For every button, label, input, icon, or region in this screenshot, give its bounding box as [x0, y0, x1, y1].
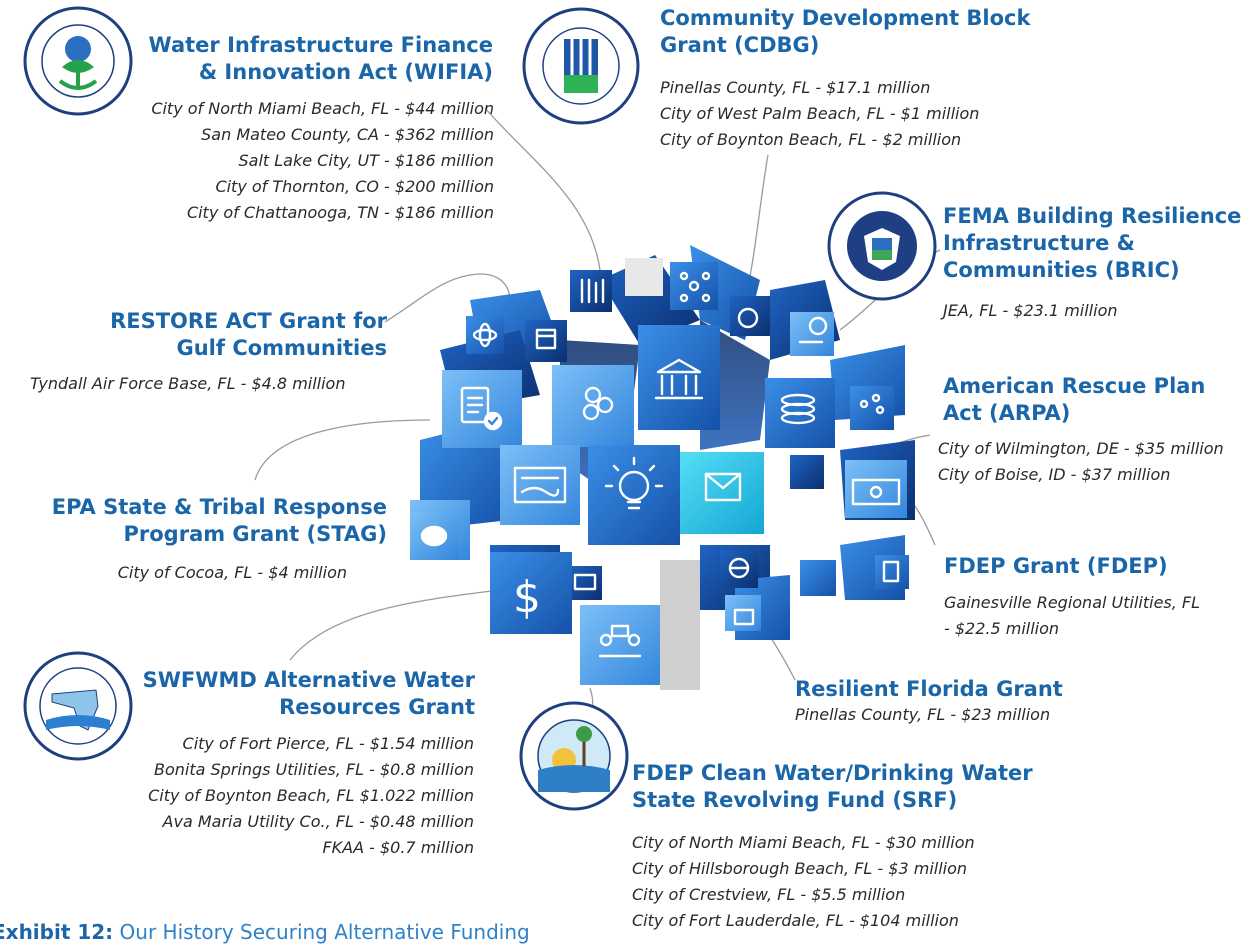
oxygen-icon	[737, 307, 759, 329]
stag-items: City of Cocoa, FL - $4 million	[118, 560, 347, 586]
wifia-item: San Mateo County, CA - $362 million	[201, 125, 494, 144]
cdbg-item: Pinellas County, FL - $17.1 million	[660, 78, 931, 97]
atom-icon	[472, 322, 498, 348]
globe-icon	[728, 557, 750, 579]
swfwmd-items: City of Fort Pierce, FL - $1.54 million …	[148, 731, 474, 861]
fdep-items: Gainesville Regional Utilities, FL - $22…	[944, 590, 1200, 642]
stag-item: City of Cocoa, FL - $4 million	[117, 563, 347, 582]
cash-icon	[851, 478, 901, 506]
srf-item: City of Hillsborough Beach, FL - $3 mill…	[632, 859, 968, 878]
lightbulb-icon	[604, 456, 664, 510]
center-cube	[638, 325, 720, 430]
hub-icon	[679, 271, 711, 303]
fdep-item: Gainesville Regional Utilities, FL	[944, 593, 1201, 612]
bric-items: JEA, FL - $23.1 million	[943, 298, 1118, 324]
wifia-item: City of Chattanooga, TN - $186 million	[186, 203, 494, 222]
resilient-item: Pinellas County, FL - $23 million	[795, 705, 1051, 724]
hud-seal	[522, 7, 640, 125]
bric-item: JEA, FL - $23.1 million	[943, 301, 1118, 320]
exhibit-caption: Exhibit 12: Our History Securing Alterna…	[0, 920, 530, 944]
svg-text:$: $	[513, 572, 541, 623]
molecule-icon	[859, 393, 885, 415]
arpa-item: City of Wilmington, DE - $35 million	[938, 439, 1224, 458]
swfwmd-item: FKAA - $0.7 million	[322, 838, 474, 857]
cdbg-item: City of Boynton Beach, FL - $2 million	[660, 130, 962, 149]
srf-item: City of Fort Lauderdale, FL - $104 milli…	[632, 911, 959, 930]
cdbg-item: City of West Palm Beach, FL - $1 million	[660, 104, 980, 123]
swfwmd-item: City of Fort Pierce, FL - $1.54 million	[182, 734, 474, 753]
wifia-item: Salt Lake City, UT - $186 million	[238, 151, 495, 170]
dhs-seal	[827, 191, 937, 301]
restore-item: Tyndall Air Force Base, FL - $4.8 millio…	[30, 374, 346, 393]
meeting-icon	[598, 624, 642, 658]
dollar-icon: $	[513, 572, 541, 623]
srf-item: City of Crestview, FL - $5.5 million	[632, 885, 906, 904]
wifia-item: City of North Miami Beach, FL - $44 mill…	[151, 99, 494, 118]
wifia-item: City of Thornton, CO - $200 million	[215, 177, 494, 196]
books-icon	[580, 278, 605, 304]
piggy-bank-icon	[420, 525, 448, 547]
check-icon	[483, 411, 503, 431]
fdep-heading: FDEP Grant (FDEP)	[944, 554, 1168, 578]
resilient-heading: Resilient Florida Grant	[795, 677, 1063, 701]
check-document-icon	[513, 466, 567, 504]
money-hand-icon	[798, 316, 828, 344]
coins-icon	[780, 393, 816, 425]
resilient-items: Pinellas County, FL - $23 million	[795, 702, 1050, 728]
wifia-heading: Water Infrastructure Finance& Innovation…	[148, 33, 493, 84]
calendar-icon	[535, 328, 557, 350]
swfwmd-item: Ava Maria Utility Co., FL - $0.48 millio…	[162, 812, 474, 831]
caption-label: Exhibit 12:	[0, 920, 114, 944]
document-icon	[882, 560, 900, 583]
swfwmd-seal	[23, 651, 133, 761]
srf-items: City of North Miami Beach, FL - $30 mill…	[632, 830, 975, 934]
swfwmd-item: Bonita Springs Utilities, FL - $0.8 mill…	[153, 760, 474, 779]
network-icon	[582, 386, 614, 421]
arpa-items: City of Wilmington, DE - $35 million Cit…	[938, 436, 1224, 488]
caption-text: Our History Securing Alternative Funding	[119, 920, 530, 944]
srf-item: City of North Miami Beach, FL - $30 mill…	[632, 833, 975, 852]
chart-icon	[573, 573, 597, 591]
epa-seal	[23, 6, 133, 116]
envelope-icon	[704, 472, 742, 502]
fdep-item: - $22.5 million	[944, 619, 1060, 638]
bank-icon	[654, 358, 704, 400]
swfwmd-item: City of Boynton Beach, FL $1.022 million	[148, 786, 474, 805]
checklist-icon	[460, 386, 490, 424]
arpa-item: City of Boise, ID - $37 million	[938, 465, 1171, 484]
cdbg-items: Pinellas County, FL - $17.1 million City…	[660, 75, 979, 153]
fdep-seal	[519, 701, 629, 811]
wifia-items: City of North Miami Beach, FL - $44 mill…	[151, 96, 494, 226]
restore-items: Tyndall Air Force Base, FL - $4.8 millio…	[30, 371, 345, 397]
briefcase-icon	[733, 608, 755, 626]
